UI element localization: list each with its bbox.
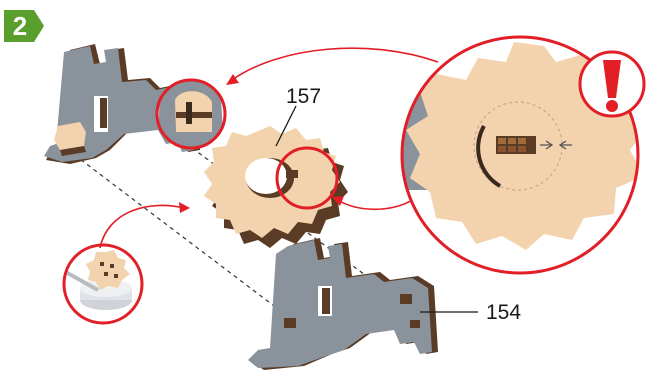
glue-callout-circle (62, 245, 142, 323)
side-panel-lower (248, 238, 438, 370)
exclamation-icon (580, 52, 644, 116)
step-number: 2 (8, 11, 32, 41)
slot-highlight-circle (157, 80, 225, 150)
gear-part-157 (204, 126, 348, 248)
part-label-154: 154 (486, 302, 521, 324)
part-label-157: 157 (286, 86, 321, 108)
